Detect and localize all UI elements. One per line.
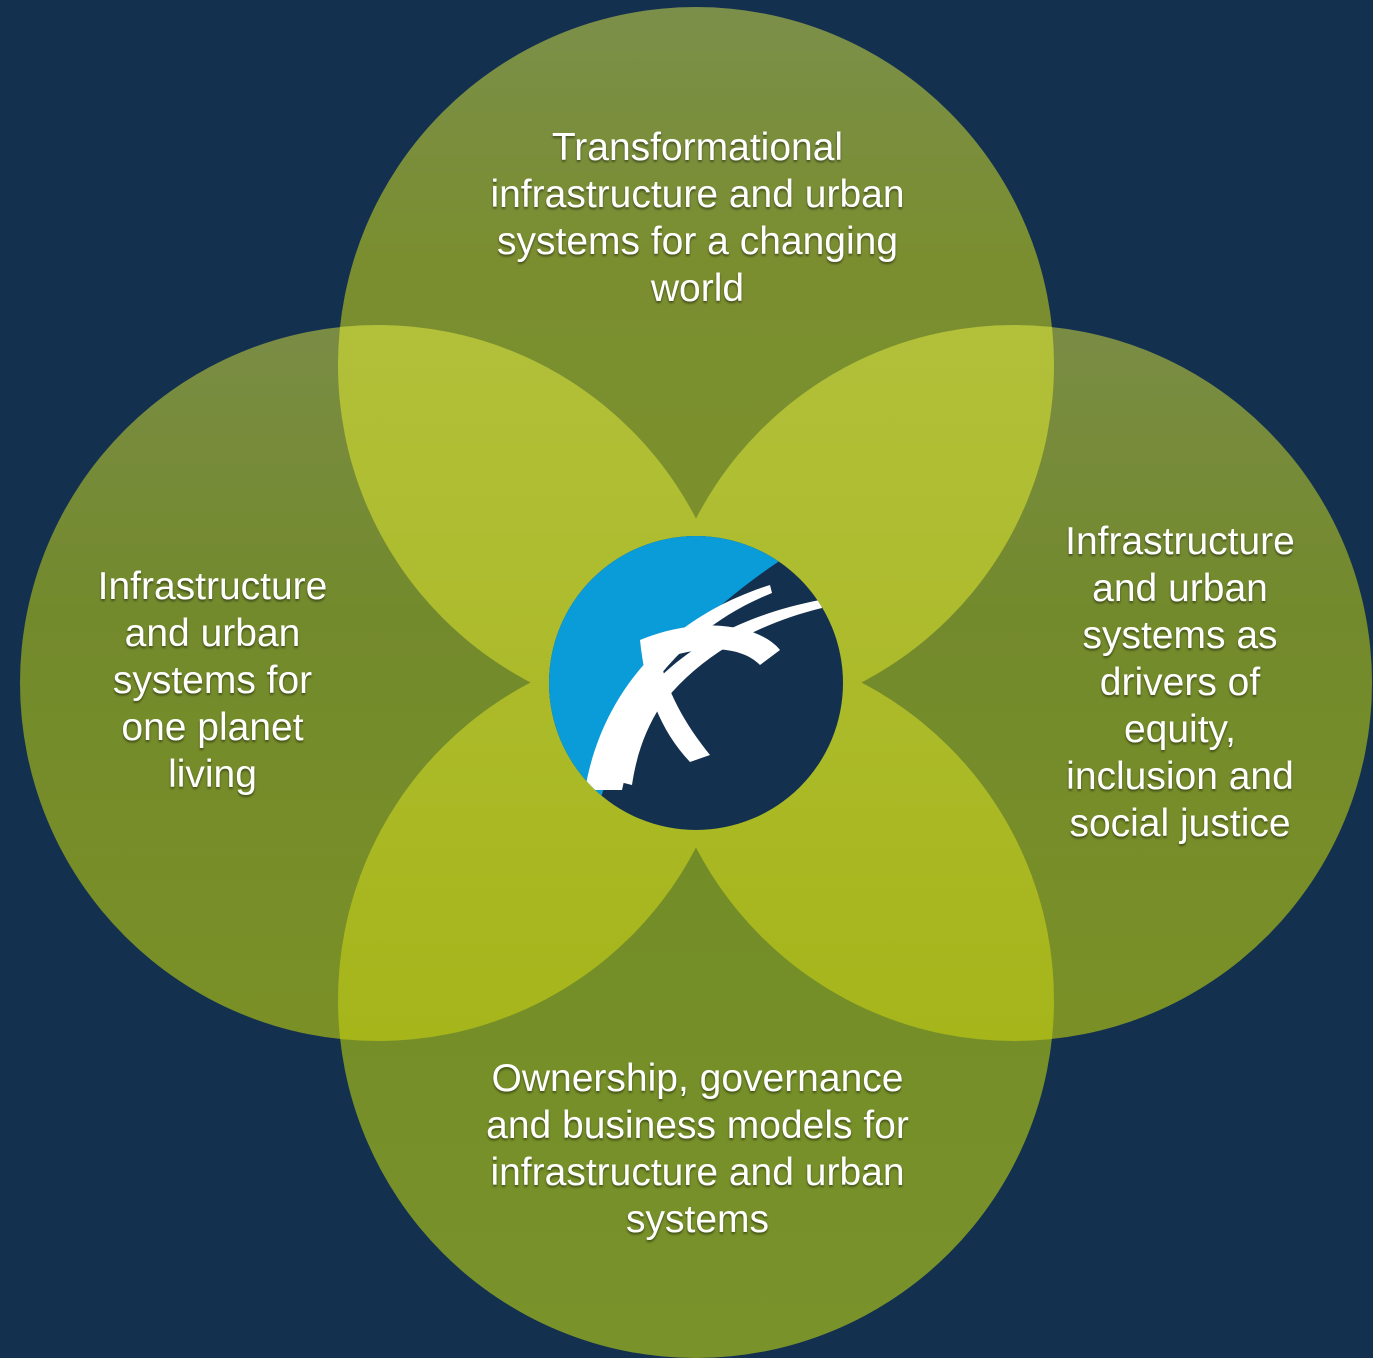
circle-left-label: Infrastructure and urban systems for one… (97, 565, 328, 796)
circle-top-label: Transformational infrastructure and urba… (490, 126, 905, 310)
circle-bottom-label: Ownership, governance and business model… (486, 1057, 909, 1241)
circle-right-label: Infrastructure and urban systems as driv… (1065, 520, 1295, 845)
organization-logo-icon (549, 536, 843, 830)
